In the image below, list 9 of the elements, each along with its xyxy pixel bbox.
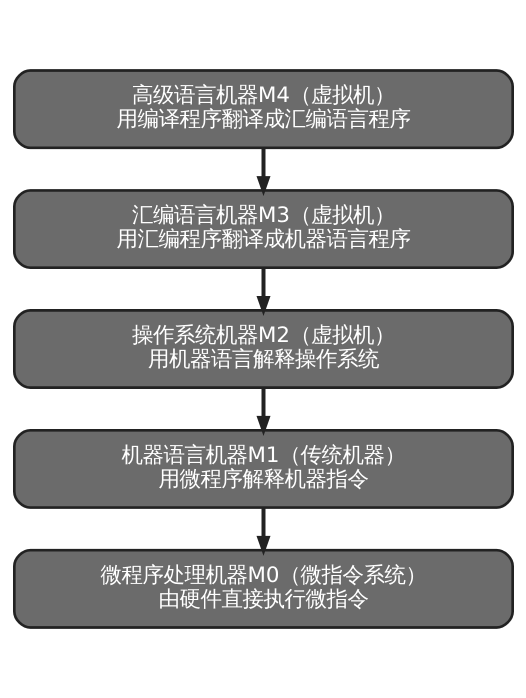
arrow — [256, 268, 270, 316]
arrow — [256, 508, 270, 556]
arrow — [256, 148, 270, 196]
node-box: 操作系统机器M2（虚拟机） 用机器语言解释操作系统 — [12, 309, 514, 389]
node-box: 机器语言机器M1（传统机器） 用微程序解释机器指令 — [12, 428, 514, 509]
node-box: 高级语言机器M4（虚拟机） 用编译程序翻译成汇编语言程序 — [12, 69, 514, 150]
node-box: 微程序处理机器M0（微指令系统） 由硬件直接执行微指令 — [12, 548, 514, 629]
node-box: 汇编语言机器M3（虚拟机） 用汇编程序翻译成机器语言程序 — [12, 189, 514, 270]
arrow — [256, 388, 270, 436]
